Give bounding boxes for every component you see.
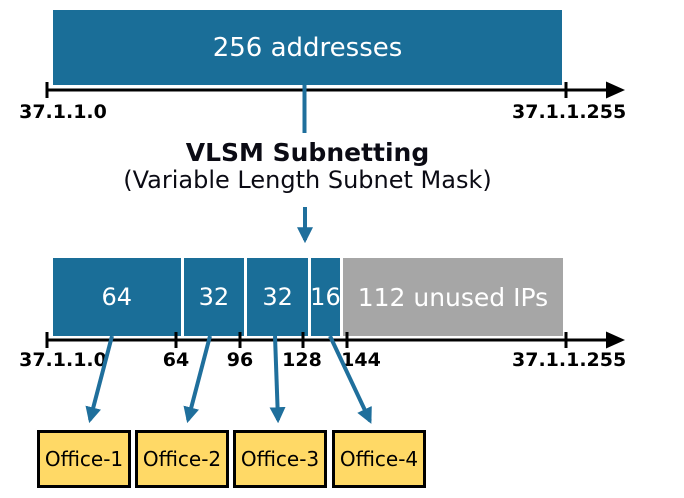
top-axis-end-label: 37.1.1.255 (512, 101, 627, 123)
bottom-axis-start-label: 37.1.1.0 (19, 349, 107, 371)
address-block-label: 256 addresses (212, 32, 403, 63)
office-label: Office-3 (240, 447, 320, 471)
subnet-segments-bar: 64 32 32 16 112 unused IPs (53, 258, 563, 336)
diagram-title: VLSM Subnetting (185, 138, 430, 167)
bottom-axis-tick-144-label: 144 (341, 349, 381, 371)
bottom-axis-tick-128-label: 128 (282, 349, 322, 371)
subnet-segment-32a: 32 (180, 258, 245, 336)
subnet-segment-label: 64 (101, 283, 133, 311)
bottom-axis-tick-64-label: 64 (162, 349, 190, 371)
unused-ips-label: 112 unused IPs (357, 282, 549, 312)
office-2-box: Office-2 (135, 430, 229, 488)
office-label: Office-2 (142, 447, 222, 471)
bottom-axis-end-label: 37.1.1.255 (512, 349, 627, 371)
bottom-axis-tick-96-label: 96 (226, 349, 254, 371)
subnet-segment-label: 32 (262, 283, 293, 311)
subnet-segment-16: 16 (308, 258, 341, 336)
office-label: Office-1 (44, 447, 124, 471)
subnet-segment-label: 16 (310, 283, 341, 311)
bottom-axis-arrow-icon (606, 331, 625, 349)
unused-ips-segment: 112 unused IPs (339, 258, 563, 336)
address-block-bar: 256 addresses (53, 10, 562, 85)
office-4-box: Office-4 (332, 430, 426, 488)
office-1-box: Office-1 (37, 430, 131, 488)
subnet-segment-32b: 32 (244, 258, 308, 336)
top-axis-start-label: 37.1.1.0 (19, 101, 107, 123)
top-axis-arrow-icon (606, 81, 625, 99)
subnet-segment-label: 32 (198, 283, 230, 311)
office-3-box: Office-3 (233, 430, 327, 488)
office-label: Office-4 (339, 447, 419, 471)
subnet-segment-64: 64 (53, 258, 181, 336)
diagram-subtitle: (Variable Length Subnet Mask) (123, 166, 492, 194)
